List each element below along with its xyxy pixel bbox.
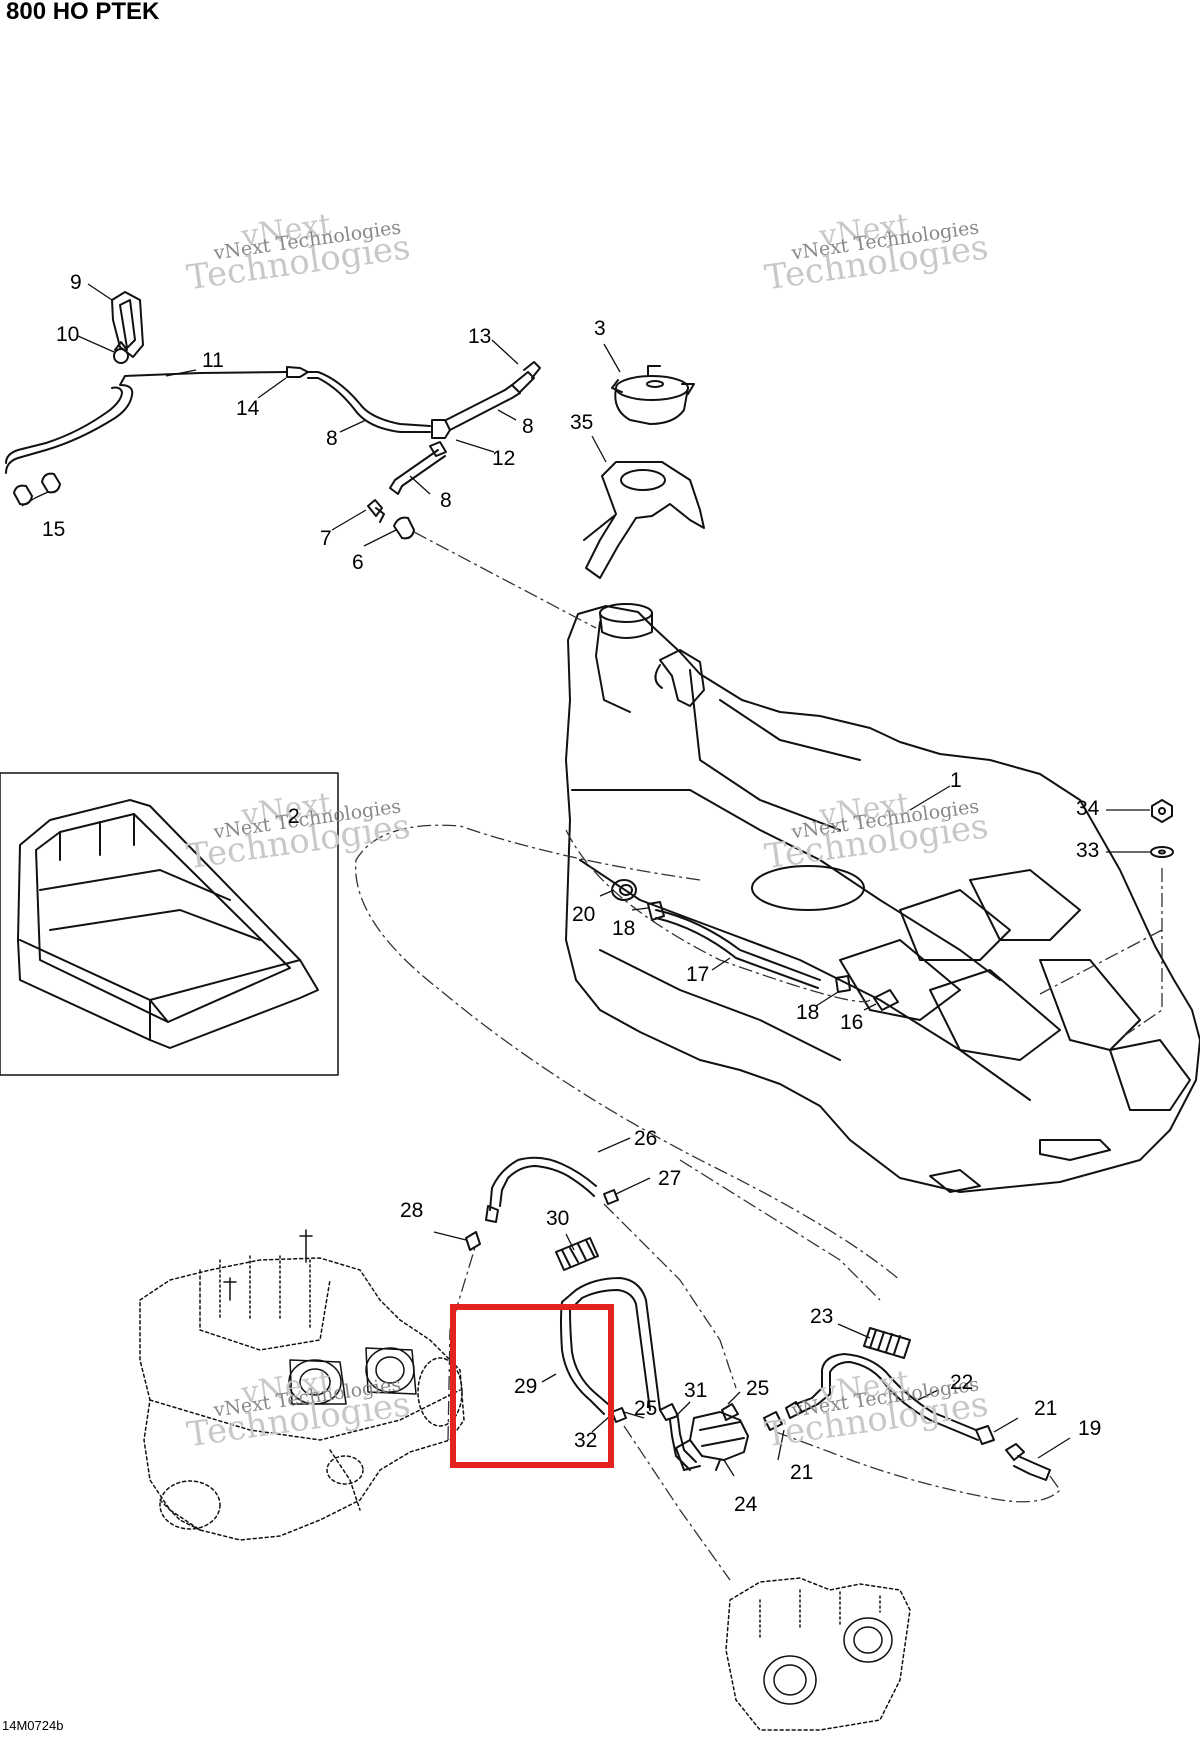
part-25-clamps xyxy=(611,1403,739,1423)
callout-8[interactable]: 8 xyxy=(326,427,338,450)
part-10-fastener xyxy=(113,341,129,364)
callout-25[interactable]: 25 xyxy=(746,1377,770,1400)
part-7-elbow xyxy=(367,499,385,523)
callout-22[interactable]: 22 xyxy=(950,1371,974,1394)
part-28-clamp xyxy=(465,1231,481,1251)
part-1-fuel-tank xyxy=(565,603,1200,1193)
callout-7[interactable]: 7 xyxy=(320,527,332,550)
callout-14[interactable]: 14 xyxy=(236,397,260,420)
part-24-fuel-pump xyxy=(675,1411,749,1471)
callout-24[interactable]: 24 xyxy=(734,1493,758,1516)
part-33-washer xyxy=(1150,846,1174,858)
document-id: 14M0724b xyxy=(2,1718,64,1733)
carburetors xyxy=(725,1577,911,1731)
callout-35[interactable]: 35 xyxy=(570,411,594,434)
part-31-hose xyxy=(669,1417,697,1471)
part-13-fitting xyxy=(511,361,541,393)
part-16-fitting xyxy=(873,989,899,1011)
leader-lines xyxy=(21,283,1150,1477)
routing-line-tank-fuel xyxy=(679,1159,881,1301)
part-12-tee-fitting xyxy=(429,419,451,457)
part-26-hose xyxy=(485,1156,597,1223)
assembly-line-6-tank xyxy=(413,531,597,629)
routing-line-19 xyxy=(775,1431,1061,1503)
inset-frame xyxy=(0,772,339,1076)
callout-23[interactable]: 23 xyxy=(810,1305,834,1328)
callout-30[interactable]: 30 xyxy=(546,1207,570,1230)
part-11-vent-hose xyxy=(5,366,431,474)
routing-loop-upper xyxy=(354,824,901,1281)
part-9-bracket xyxy=(111,291,144,358)
part-6-grommet xyxy=(393,516,415,540)
callout-21[interactable]: 21 xyxy=(1034,1397,1058,1420)
callout-17[interactable]: 17 xyxy=(686,963,710,986)
callout-15[interactable]: 15 xyxy=(42,518,66,541)
callout-12[interactable]: 12 xyxy=(492,447,516,470)
part-19-fitting xyxy=(1005,1443,1051,1481)
page-title: 800 HO PTEK xyxy=(6,0,160,25)
part-15-clamps xyxy=(13,472,61,506)
routing-line-carb xyxy=(623,1425,731,1581)
highlight-box xyxy=(450,1304,614,1468)
part-17-fuel-line xyxy=(655,909,821,989)
part-35-holder xyxy=(583,461,705,579)
callout-3[interactable]: 3 xyxy=(594,317,606,340)
callout-18[interactable]: 18 xyxy=(796,1001,820,1024)
callout-16[interactable]: 16 xyxy=(840,1011,864,1034)
part-34-nut xyxy=(1151,799,1173,823)
routing-line-27 xyxy=(603,1203,737,1389)
callout-31[interactable]: 31 xyxy=(684,1379,708,1402)
part-29-fuel-hose xyxy=(560,1277,661,1415)
part-2-guard xyxy=(17,799,319,1049)
callout-9[interactable]: 9 xyxy=(70,271,82,294)
callout-13[interactable]: 13 xyxy=(468,325,492,348)
part-23-sleeve xyxy=(863,1327,911,1359)
part-18-clamps xyxy=(647,901,851,993)
callout-1[interactable]: 1 xyxy=(950,769,962,792)
callout-33[interactable]: 33 xyxy=(1076,839,1100,862)
callout-10[interactable]: 10 xyxy=(56,323,80,346)
part-22-hose xyxy=(795,1353,979,1441)
callout-6[interactable]: 6 xyxy=(352,551,364,574)
part-3-fuel-cap xyxy=(611,365,695,425)
part-30-sleeve xyxy=(555,1237,599,1271)
part-27-clamp xyxy=(603,1189,619,1205)
callout-8[interactable]: 8 xyxy=(440,489,452,512)
callout-25[interactable]: 25 xyxy=(634,1397,658,1420)
part-8-tubes xyxy=(389,384,521,495)
callout-32[interactable]: 32 xyxy=(574,1429,598,1452)
callout-29[interactable]: 29 xyxy=(514,1375,538,1398)
callout-20[interactable]: 20 xyxy=(572,903,596,926)
callout-34[interactable]: 34 xyxy=(1076,797,1100,820)
engine-block xyxy=(139,1229,465,1541)
callout-21[interactable]: 21 xyxy=(790,1461,814,1484)
assembly-line-tank-mount xyxy=(1039,929,1163,995)
callout-26[interactable]: 26 xyxy=(634,1127,658,1150)
callout-8[interactable]: 8 xyxy=(522,415,534,438)
callout-18[interactable]: 18 xyxy=(612,917,636,940)
callout-27[interactable]: 27 xyxy=(658,1167,682,1190)
callout-28[interactable]: 28 xyxy=(400,1199,424,1222)
callout-2[interactable]: 2 xyxy=(288,805,300,828)
routing-loop-pickup xyxy=(565,829,871,1003)
callout-11[interactable]: 11 xyxy=(202,349,224,372)
callout-19[interactable]: 19 xyxy=(1078,1417,1102,1440)
